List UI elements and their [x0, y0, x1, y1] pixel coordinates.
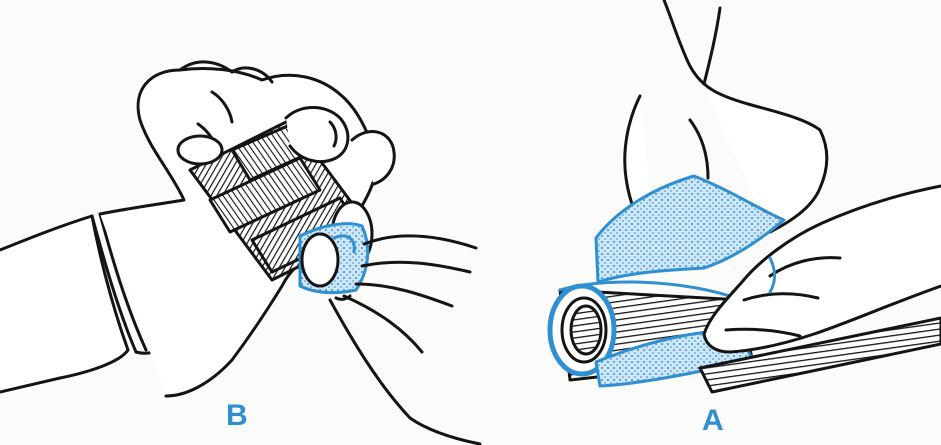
panel-label-b: B — [226, 399, 248, 432]
panel-b-illustration — [0, 62, 480, 444]
panel-label-a: A — [702, 404, 724, 437]
dotted-sleeve — [300, 224, 368, 293]
thumb-outline — [286, 108, 348, 162]
panel-a-illustration — [550, 0, 941, 392]
